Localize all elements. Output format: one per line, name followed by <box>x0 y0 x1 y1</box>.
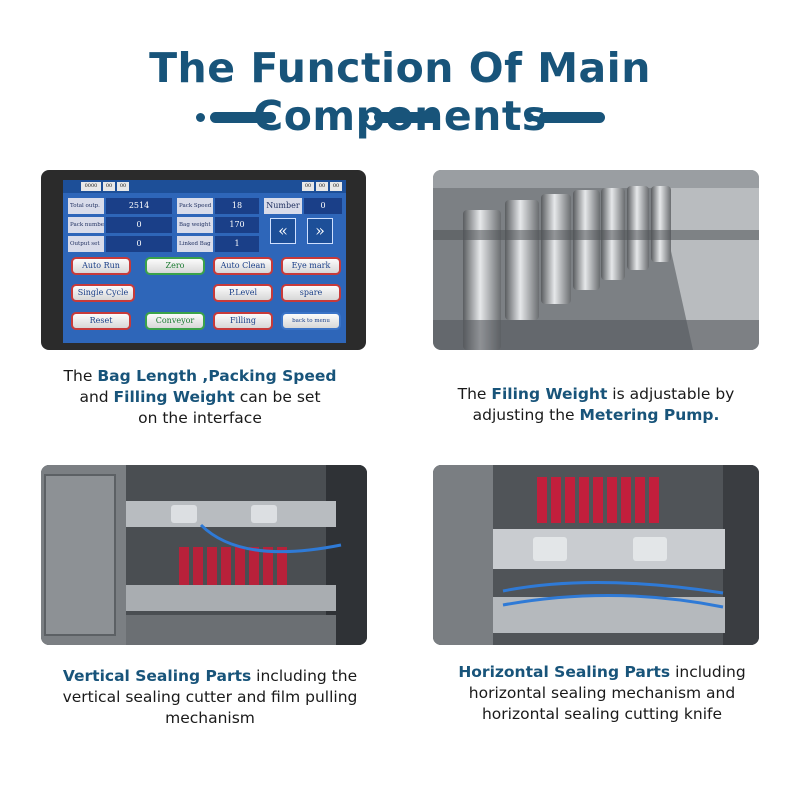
hmi-field-value[interactable]: 0 <box>106 217 172 233</box>
hmi-auto-run-button[interactable]: Auto Run <box>71 257 131 275</box>
hmi-reset-button[interactable]: Reset <box>71 312 131 330</box>
hmi-field-label: Linked Bag <box>177 236 213 252</box>
hmi-auto-clean-button[interactable]: Auto Clean <box>213 257 273 275</box>
hmi-field-value[interactable]: 18 <box>215 198 259 214</box>
hmi-photo: 0000 00 00 00 00 00 Total outp. 2514 Pac… <box>41 170 366 350</box>
hmi-eye-mark-button[interactable]: Eye mark <box>281 257 341 275</box>
hmi-field-value[interactable]: 170 <box>215 217 259 233</box>
hmi-field-label: Total outp. <box>68 198 104 214</box>
hmi-top-box: 0000 <box>81 182 101 191</box>
hmi-top-box: 00 <box>117 182 129 191</box>
hmi-field-value[interactable]: 1 <box>215 236 259 252</box>
hmi-top-box: 00 <box>316 182 328 191</box>
hmi-field-label: Bag weight <box>177 217 213 233</box>
hmi-field-label: Output set <box>68 236 104 252</box>
hmi-number-value[interactable]: 0 <box>304 198 342 214</box>
hmi-filling-button[interactable]: Filling <box>213 312 273 330</box>
metering-pump-photo <box>433 170 759 350</box>
hmi-single-cycle-button[interactable]: Single Cycle <box>71 284 135 302</box>
hmi-spare-button[interactable]: spare <box>281 284 341 302</box>
hmi-next-button[interactable]: » <box>307 218 333 244</box>
hmi-field-value[interactable]: 0 <box>106 236 172 252</box>
hmi-top-box: 00 <box>103 182 115 191</box>
caption-horizontal-sealing: Horizontal Sealing Parts including horiz… <box>458 663 746 723</box>
hmi-back-to-menu-button[interactable]: back to menu <box>281 312 341 330</box>
hmi-top-box: 00 <box>330 182 342 191</box>
horizontal-sealing-photo <box>433 465 759 645</box>
hmi-topbar: 0000 00 00 00 00 00 <box>63 180 346 193</box>
vertical-sealing-photo <box>41 465 367 645</box>
hmi-number-label: Number <box>264 198 302 214</box>
caption-vertical-sealing: Vertical Sealing Parts including the ver… <box>62 667 358 727</box>
hmi-screen: 0000 00 00 00 00 00 Total outp. 2514 Pac… <box>63 180 346 343</box>
caption-interface: The Bag Length ,Packing Speed and Fillin… <box>63 367 337 427</box>
caption-metering-pump: The Filing Weight is adjustable by adjus… <box>457 385 735 424</box>
hmi-prev-button[interactable]: « <box>270 218 296 244</box>
hmi-zero-button[interactable]: Zero <box>145 257 205 275</box>
hmi-p-level-button[interactable]: P.Level <box>213 284 273 302</box>
hmi-field-label: Pack number <box>68 217 104 233</box>
hmi-conveyor-button[interactable]: Conveyor <box>145 312 205 330</box>
page-title: The Function Of Main Components <box>149 44 651 140</box>
hmi-field-value[interactable]: 2514 <box>106 198 172 214</box>
hmi-top-box: 00 <box>302 182 314 191</box>
hmi-field-label: Pack Speed <box>177 198 213 214</box>
